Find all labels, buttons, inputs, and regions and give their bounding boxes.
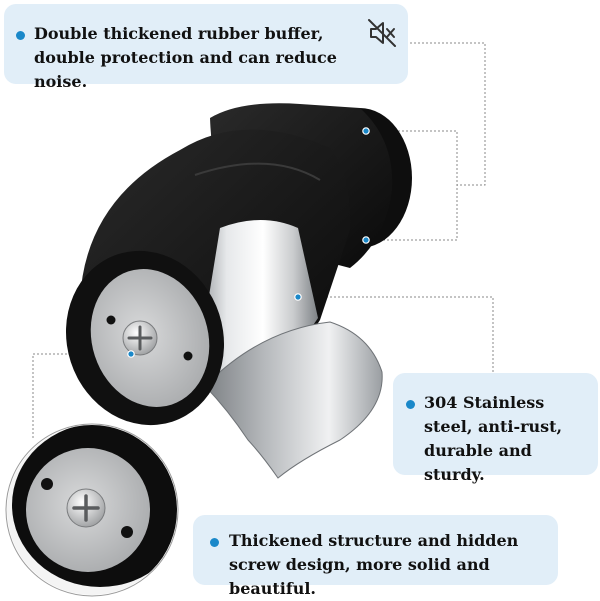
callout-rubber-buffer-text: Double thickened rubber buffer, double p… [34,24,337,91]
stopper-front-face [65,250,225,426]
marker-dots [127,127,370,358]
callout-hidden-screw-text: Thickened structure and hidden screw des… [229,531,519,598]
callout-rubber-buffer: Double thickened rubber buffer, double p… [4,4,408,91]
callout-stainless-steel-text: 304 Stainless steel, anti-rust, durable … [424,393,563,484]
bullet-dot [210,538,219,547]
callout-hidden-screw: Thickened structure and hidden screw des… [193,515,558,598]
bullet-dot [16,31,25,40]
bullet-dot [406,400,415,409]
zoom-detail-view [5,423,179,597]
mute-speaker-icon [368,19,396,47]
steel-curl [204,321,383,479]
callout-stainless-steel: 304 Stainless steel, anti-rust, durable … [393,373,598,484]
